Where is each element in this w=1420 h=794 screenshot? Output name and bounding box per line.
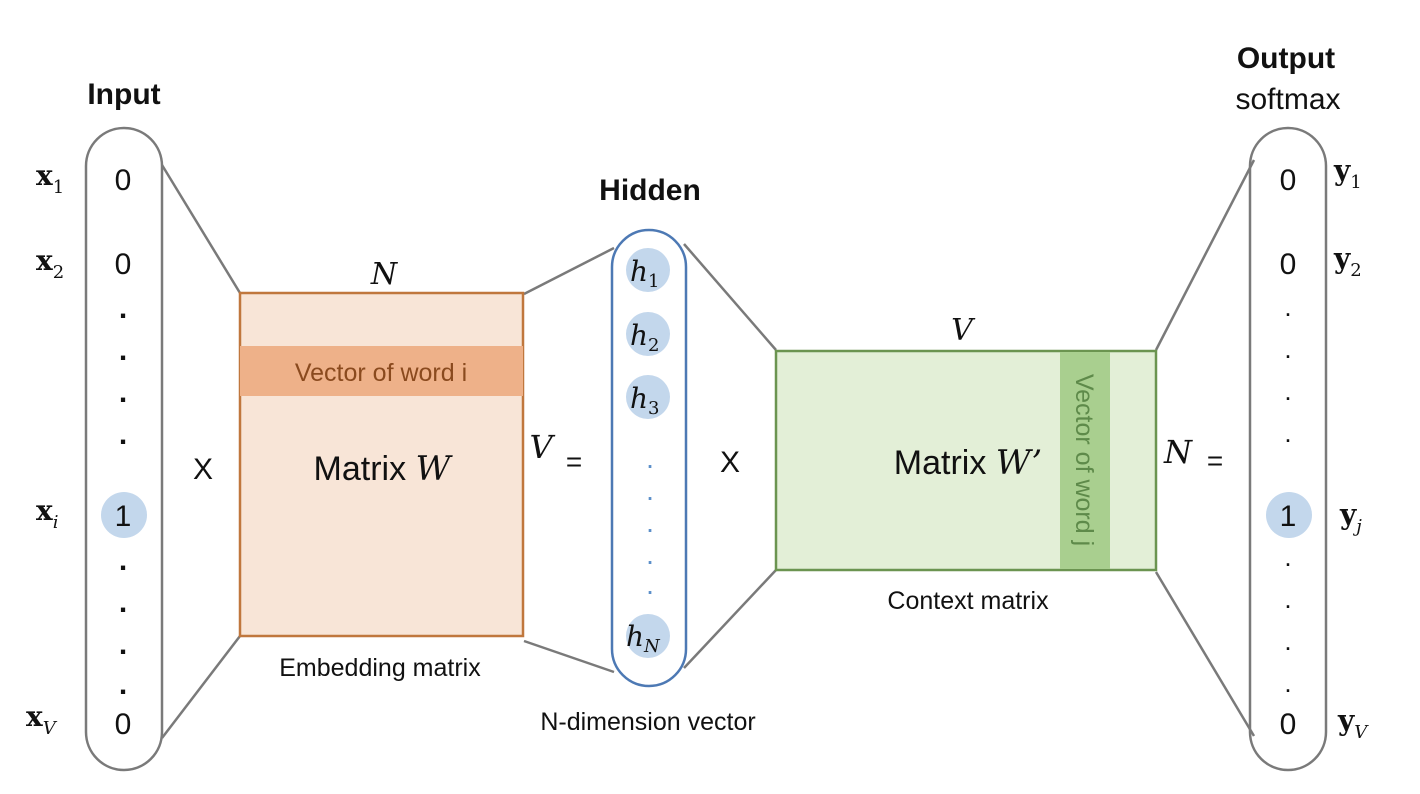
output-value-V: 0 xyxy=(1280,708,1297,741)
hidden-unit-circle xyxy=(626,375,670,419)
hidden-unit-h3: h3 xyxy=(630,382,660,419)
hidden-unit-h1: h1 xyxy=(630,255,660,292)
input-label-xV: xV xyxy=(26,700,58,739)
output-label-yV: yV xyxy=(1337,704,1369,743)
embedding-top-dimension: N xyxy=(370,257,399,292)
embedding-side-dimension: V xyxy=(529,428,555,466)
hidden-vector-capsule xyxy=(610,228,688,688)
output-highlight-circle xyxy=(1266,492,1312,538)
connector-hidden-context-top xyxy=(683,243,777,351)
equals-operator-1: = xyxy=(566,446,582,477)
output-subtitle: softmax xyxy=(1235,83,1340,116)
hidden-unit-circle xyxy=(626,614,670,658)
output-section: Output softmax 0 0 1 0 . . . . . . . . y… xyxy=(1235,42,1369,772)
output-dot: . xyxy=(1284,542,1291,572)
connector-embedding-hidden-top xyxy=(523,246,615,296)
input-highlight-circle xyxy=(101,492,147,538)
input-value-i: 1 xyxy=(115,500,132,533)
context-side-dimension: N xyxy=(1163,433,1193,471)
hidden-unit-circle xyxy=(626,248,670,292)
output-label-y2: y2 xyxy=(1333,242,1362,281)
input-label-x2: x2 xyxy=(36,244,64,283)
embedding-caption: Embedding matrix xyxy=(279,654,481,682)
input-dot: . xyxy=(119,334,127,367)
input-value-2: 0 xyxy=(115,248,132,281)
connector-hidden-context-bottom xyxy=(683,569,777,669)
embedding-band-label: Vector of word i xyxy=(295,359,467,387)
connector-lines xyxy=(160,159,1256,739)
context-matrix-label: Matrix W’ xyxy=(894,443,1042,483)
input-vector-capsule xyxy=(84,126,164,772)
output-dot: . xyxy=(1284,626,1291,656)
embedding-matrix: N Vector of word i Matrix W Embedding ma… xyxy=(238,257,525,682)
connector-embedding-hidden-bottom xyxy=(523,639,615,674)
output-label-yj: yj xyxy=(1339,498,1362,537)
hidden-dot: . xyxy=(646,539,654,570)
context-top-dimension: V xyxy=(951,313,976,348)
output-dot: . xyxy=(1284,292,1291,322)
connector-input-top xyxy=(160,164,242,294)
context-matrix: V Vector of word j Matrix W’ Context mat… xyxy=(774,313,1158,615)
hidden-unit-h2: h2 xyxy=(630,319,660,356)
connector-context-output-top xyxy=(1154,159,1256,351)
output-dot: . xyxy=(1284,376,1291,406)
input-dot: . xyxy=(119,628,127,661)
input-dot: . xyxy=(119,376,127,409)
output-dot: . xyxy=(1284,334,1291,364)
hidden-dot: . xyxy=(646,475,654,506)
hidden-dot: . xyxy=(646,443,654,474)
output-dot: . xyxy=(1284,668,1291,698)
hidden-caption: N-dimension vector xyxy=(540,708,755,736)
hidden-unit-hN: hN xyxy=(626,620,661,657)
equals-operator-2: = xyxy=(1207,445,1223,476)
input-dot: . xyxy=(119,668,127,701)
hidden-dot: . xyxy=(646,507,654,538)
input-ellipsis-dots: . . . . . . . . xyxy=(119,292,127,701)
context-word-vector-band xyxy=(1060,352,1110,569)
hidden-title: Hidden xyxy=(599,174,701,207)
input-dot: . xyxy=(119,418,127,451)
hidden-layer: Hidden h1 h2 h3 . . . . . hN N-dimension… xyxy=(540,174,755,736)
connector-context-output-bottom xyxy=(1154,571,1256,737)
input-section: Input x1 x2 xi xV 0 0 1 0 . . . . . . . … xyxy=(26,78,164,772)
input-dot: . xyxy=(119,544,127,577)
output-value-2: 0 xyxy=(1280,248,1297,281)
output-vector-capsule xyxy=(1248,126,1328,772)
input-dot: . xyxy=(119,292,127,325)
output-dot: . xyxy=(1284,584,1291,614)
multiply-operator-2: X xyxy=(720,446,740,479)
embedding-word-vector-band xyxy=(240,346,523,396)
embedding-matrix-label: Matrix W xyxy=(314,449,454,489)
output-value-1: 0 xyxy=(1280,164,1297,197)
context-caption: Context matrix xyxy=(887,587,1049,615)
input-value-V: 0 xyxy=(115,708,132,741)
hidden-ellipsis-dots: . . . . . xyxy=(646,443,654,600)
input-label-x1: x1 xyxy=(36,159,64,198)
output-ellipsis-dots: . . . . . . . . xyxy=(1284,292,1291,698)
hidden-dot: . xyxy=(646,569,654,600)
hidden-unit-circle xyxy=(626,312,670,356)
context-band-label: Vector of word j xyxy=(1070,374,1098,546)
output-title: Output xyxy=(1237,42,1335,75)
input-value-1: 0 xyxy=(115,164,132,197)
multiply-operator-1: X xyxy=(193,453,213,486)
output-dot: . xyxy=(1284,418,1291,448)
input-dot: . xyxy=(119,586,127,619)
output-label-y1: y1 xyxy=(1333,154,1362,193)
input-title: Input xyxy=(87,78,160,111)
input-label-xi: xi xyxy=(36,494,58,533)
connector-input-bottom xyxy=(161,635,241,739)
output-value-j: 1 xyxy=(1280,500,1297,533)
